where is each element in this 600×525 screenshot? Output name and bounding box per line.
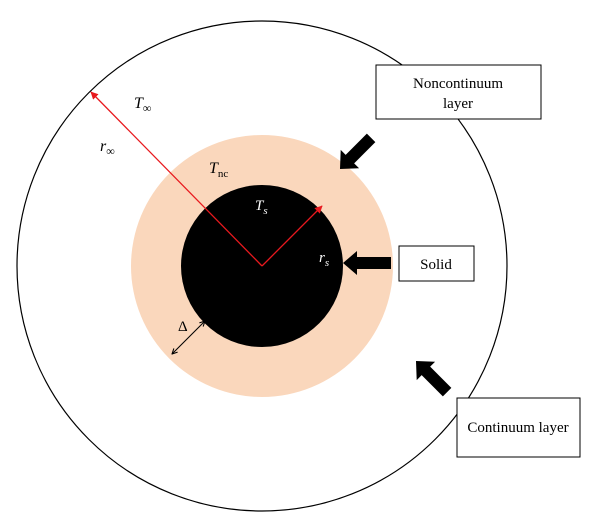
continuum-layer-callout: Continuum layer: [456, 397, 581, 458]
solid-callout-text: Solid: [420, 257, 452, 273]
r-infinity-arrow: [90, 91, 263, 267]
noncontinuum-callout-line-2: layer: [443, 96, 473, 112]
noncontinuum-callout-line-1: Noncontinuum: [413, 76, 503, 92]
r-infinity-label: r∞: [100, 138, 115, 158]
continuum-callout-text: Continuum layer: [467, 420, 568, 436]
t-infinity-label: T∞: [134, 95, 151, 115]
noncontinuum-layer-callout: Noncontinuum layer: [375, 64, 542, 120]
r-s-label: rs: [319, 250, 329, 269]
noncontinuum-pointer-icon: [340, 133, 376, 169]
t-s-label: Ts: [255, 198, 268, 217]
delta-gap-double-arrow-icon: [172, 321, 205, 354]
r-s-arrow: [261, 205, 323, 267]
continuum-pointer-icon: [416, 361, 452, 397]
t-nc-label: Tnc: [209, 160, 228, 180]
delta-label: Δ: [178, 319, 188, 335]
solid-callout: Solid: [398, 245, 475, 282]
solid-pointer-icon: [343, 251, 391, 275]
